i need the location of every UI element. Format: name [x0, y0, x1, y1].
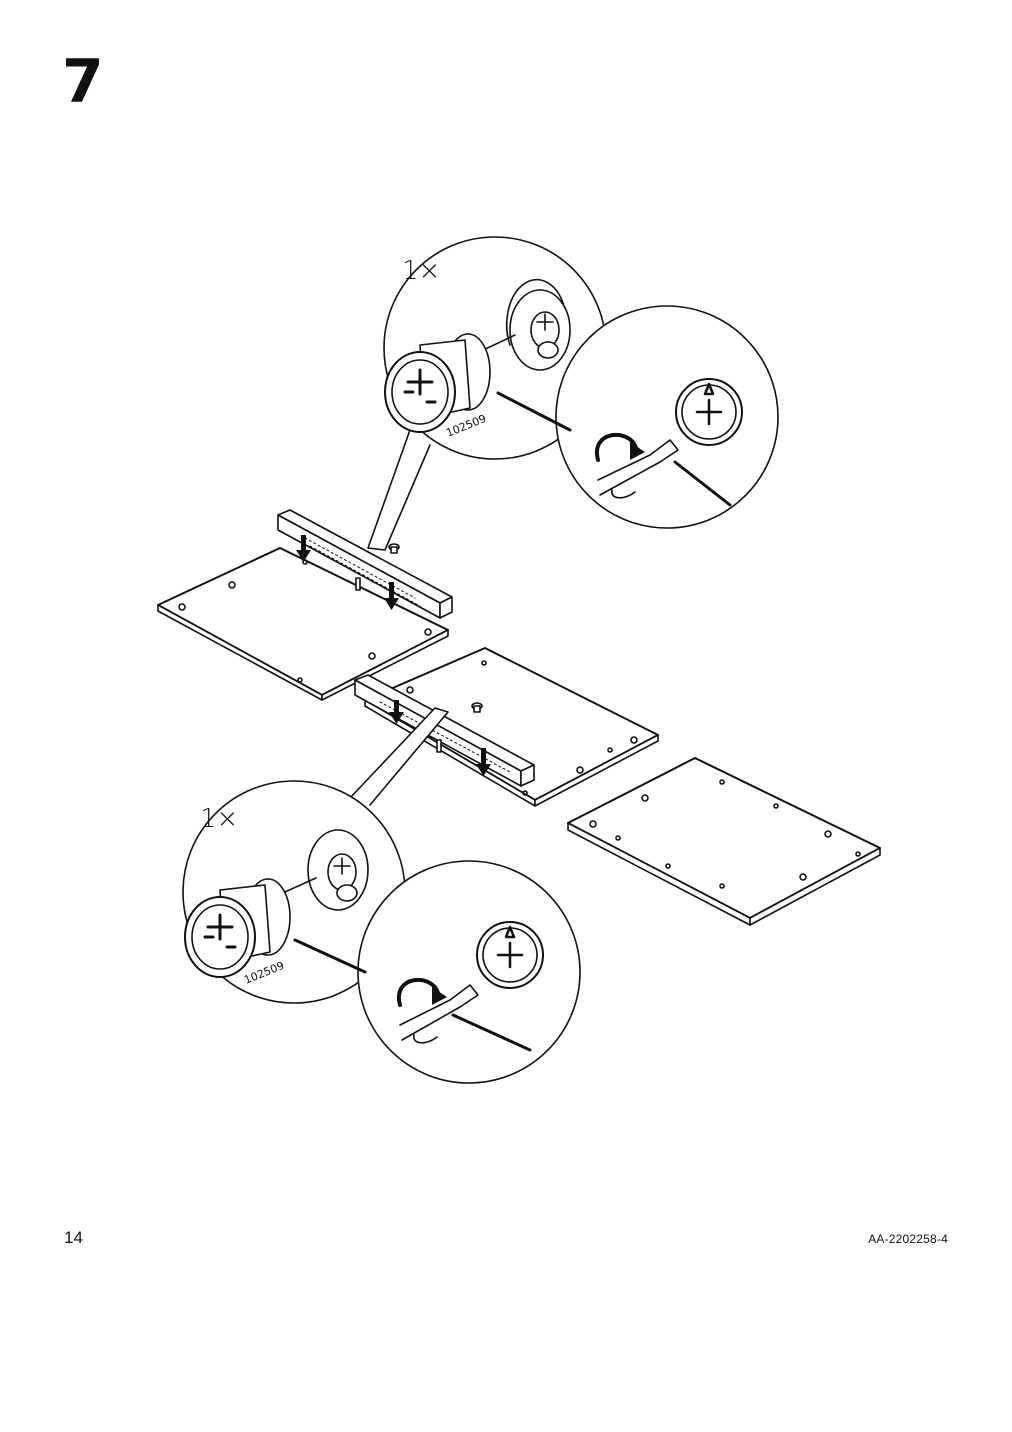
callout-bottom: [182, 707, 581, 1084]
panel-middle: [364, 647, 659, 807]
callout-top: [367, 236, 779, 551]
quantity-label: 1×: [402, 256, 440, 286]
quantity-label: 1×: [200, 804, 238, 834]
rail-top-left: [277, 509, 453, 619]
page-number: 14: [64, 1228, 83, 1247]
arrow-down-icon: [296, 535, 399, 610]
dowel-icon: [355, 543, 400, 591]
dowel-icon: [436, 702, 483, 753]
arrow-down-icon: [389, 700, 491, 776]
panel-top-left: [157, 547, 449, 701]
panel-right: [567, 757, 881, 926]
step-number: 7: [62, 47, 104, 117]
document-code: AA-2202258-4: [868, 1232, 948, 1246]
